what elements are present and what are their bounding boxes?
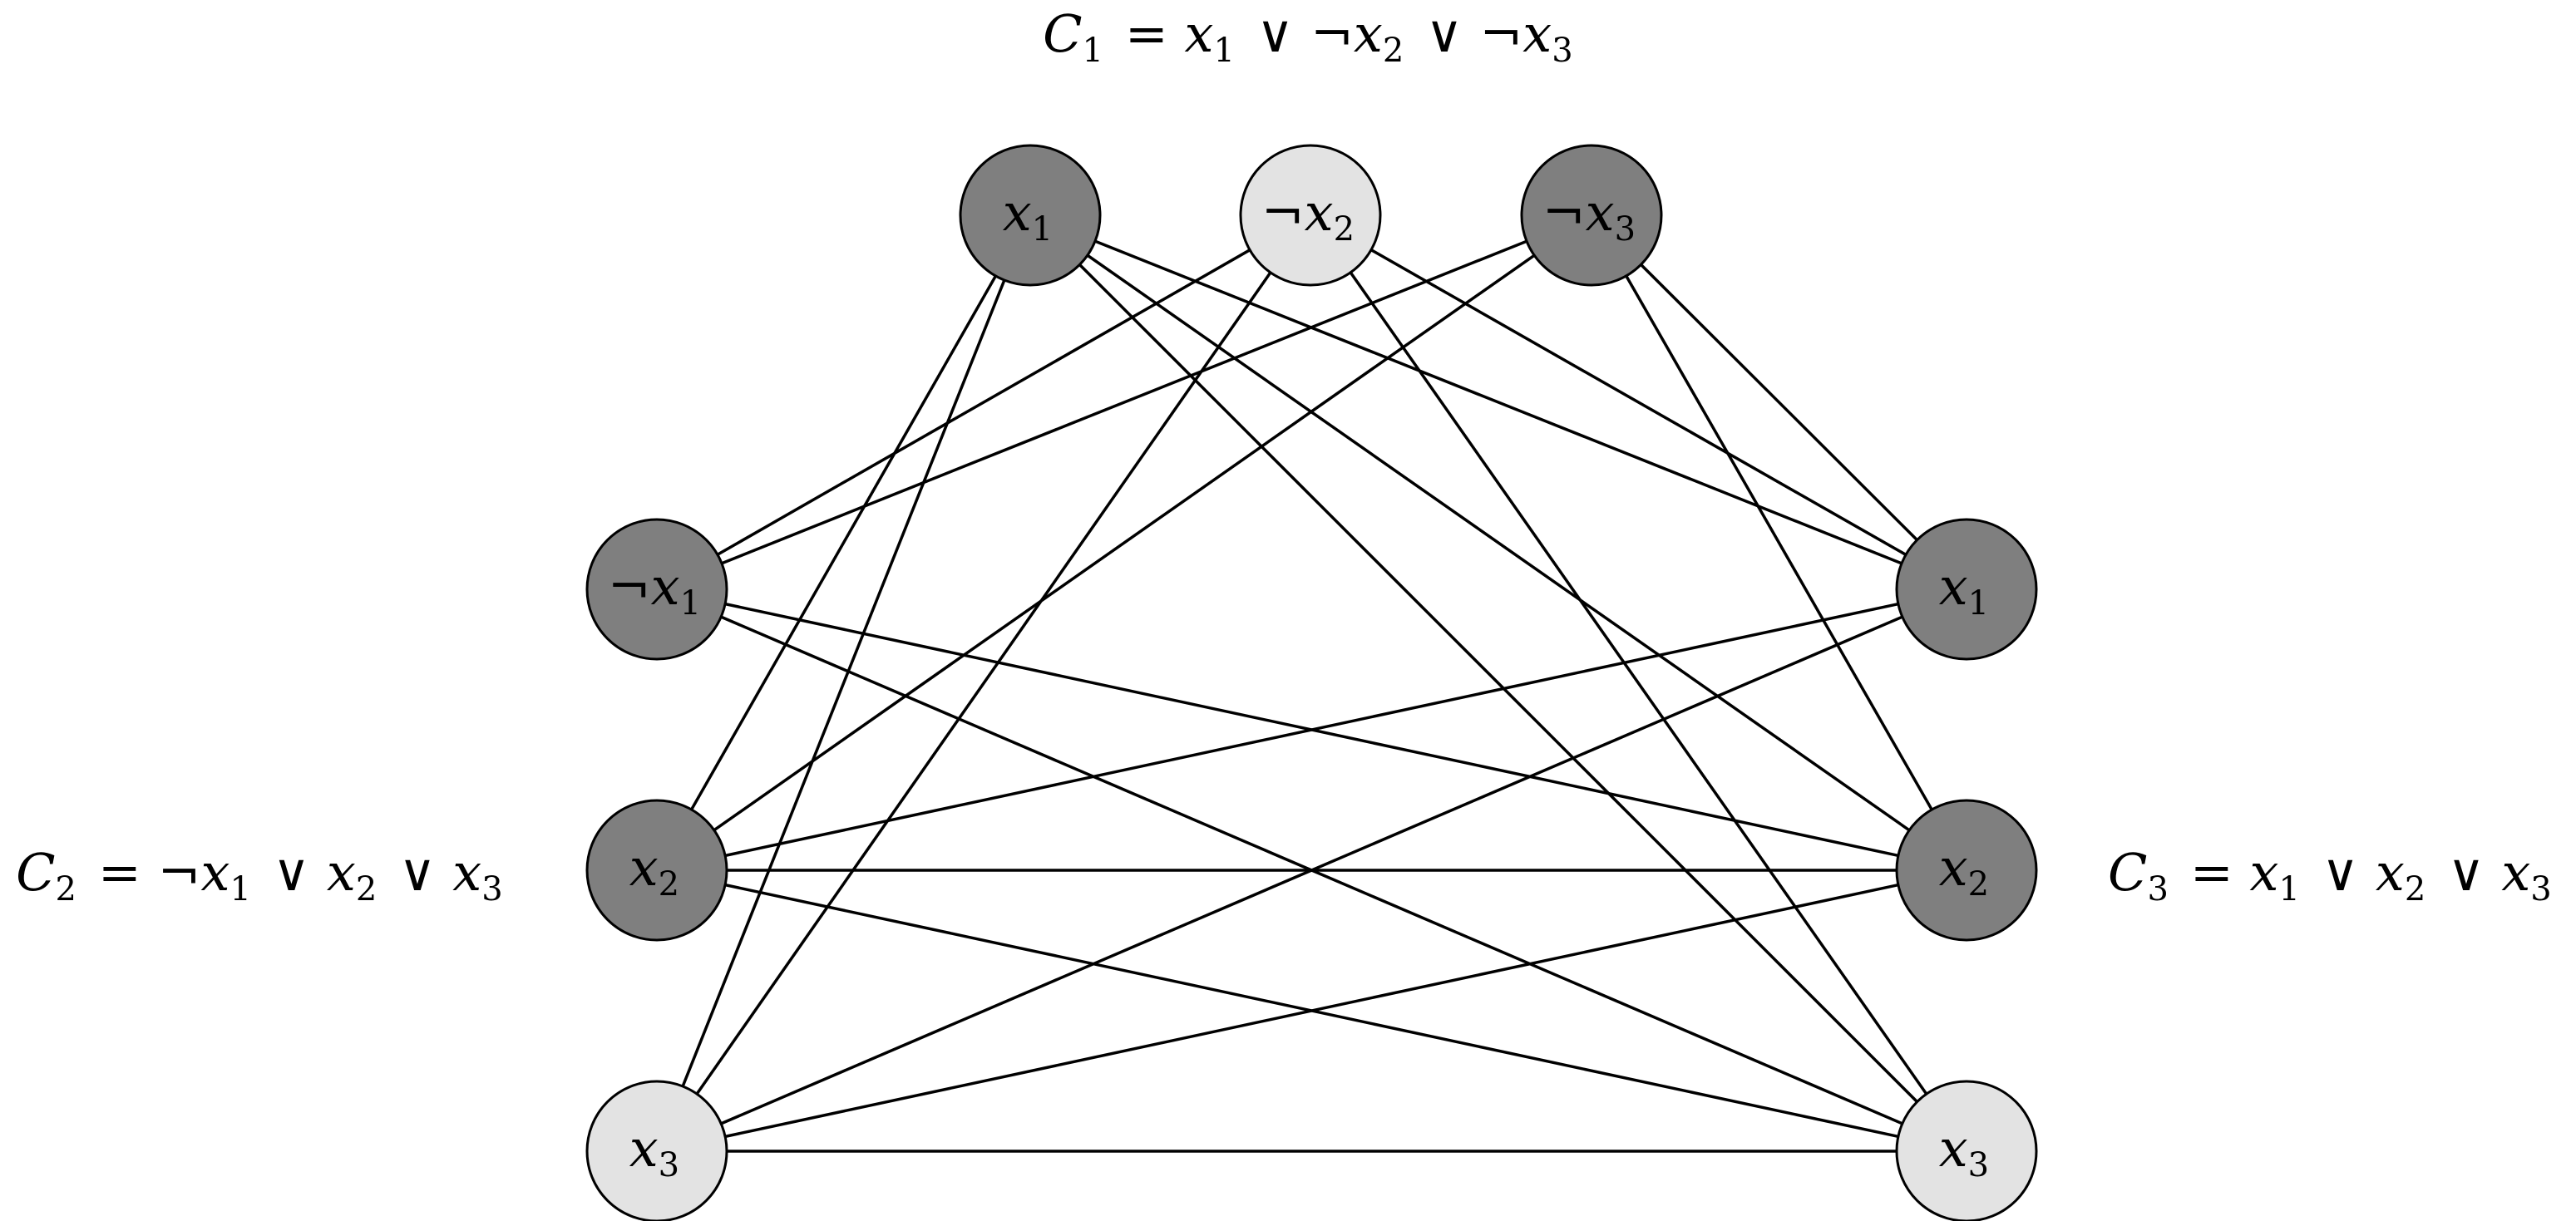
literal-circle-c3_x1 [1895,518,2038,661]
clause-label-c2: C2 = ¬x1 ∨ x2 ∨ x3 [16,842,508,908]
literal-circle-c2_nx1 [585,518,728,661]
edge-c1_nx3-c2_x2 [655,214,1593,872]
literal-circle-c1_nx2 [1239,144,1382,287]
literal-circle-c3_x2 [1895,799,2038,942]
literal-label-c3_x3: x3 [1939,1118,1995,1184]
edge-c1_x1-c3_x1 [1029,214,1967,591]
edges [655,214,1968,1153]
edge-c2_x2-c3_x1 [656,588,1967,872]
literal-label-c1_nx2: ¬x2 [1261,182,1360,249]
literal-circle-c1_nx3 [1520,144,1663,287]
literal-circle-c1_x1 [959,144,1102,287]
literal-node-c3_x1: x1 [1895,518,2038,661]
literal-circle-c3_x3 [1895,1080,2038,1221]
literal-label-c1_nx3: ¬x3 [1542,182,1641,249]
literal-node-c3_x2: x2 [1895,799,2038,942]
literal-label-c2_x2: x2 [629,837,685,903]
literal-label-c2_x3: x3 [629,1118,685,1184]
edge-c1_nx3-c3_x1 [1590,214,1968,591]
literal-nodes: x1 ¬x2 ¬x3 ¬x1 x2 x3 x1 x2 x3 [585,144,2038,1221]
literal-node-c1_nx3: ¬x3 [1520,144,1663,287]
literal-node-c2_nx1: ¬x1 [585,518,728,661]
edge-c1_x1-c2_x2 [655,214,1032,871]
literal-label-c3_x1: x1 [1939,556,1995,623]
edge-c1_nx2-c2_nx1 [656,214,1311,591]
literal-node-c1_nx2: ¬x2 [1239,144,1382,287]
literal-label-c3_x2: x2 [1939,837,1995,903]
literal-label-c1_x1: x1 [1003,182,1059,249]
edge-c1_x1-c3_x3 [1029,214,1968,1153]
edge-c1_nx3-c3_x2 [1590,214,1968,871]
clause-labels: C1 = x1 ∨ ¬x2 ∨ ¬x3 C2 = ¬x1 ∨ x2 ∨ x3 C… [16,3,2557,908]
edge-c1_nx3-c2_nx1 [656,214,1592,591]
literal-node-c3_x3: x3 [1895,1080,2038,1221]
literal-circle-c2_x3 [585,1080,728,1221]
literal-node-c2_x3: x3 [585,1080,728,1221]
literal-node-c1_x1: x1 [959,144,1102,287]
literal-circle-c2_x2 [585,799,728,942]
edge-c2_x3-c3_x2 [656,869,1967,1153]
edge-c1_nx2-c3_x1 [1310,214,1967,591]
edge-c1_x1-c3_x2 [1029,214,1968,872]
literal-label-c2_nx1: ¬x1 [608,556,707,623]
clause-label-c1: C1 = x1 ∨ ¬x2 ∨ ¬x3 [1043,3,1578,70]
edge-c2_x3-c3_x1 [656,588,1967,1153]
clause-label-c3: C3 = x1 ∨ x2 ∨ x3 [2108,842,2557,908]
edge-c1_nx2-c3_x3 [1309,214,1968,1153]
edge-c1_x1-c2_x3 [655,214,1032,1152]
literal-node-c2_x2: x2 [585,799,728,942]
